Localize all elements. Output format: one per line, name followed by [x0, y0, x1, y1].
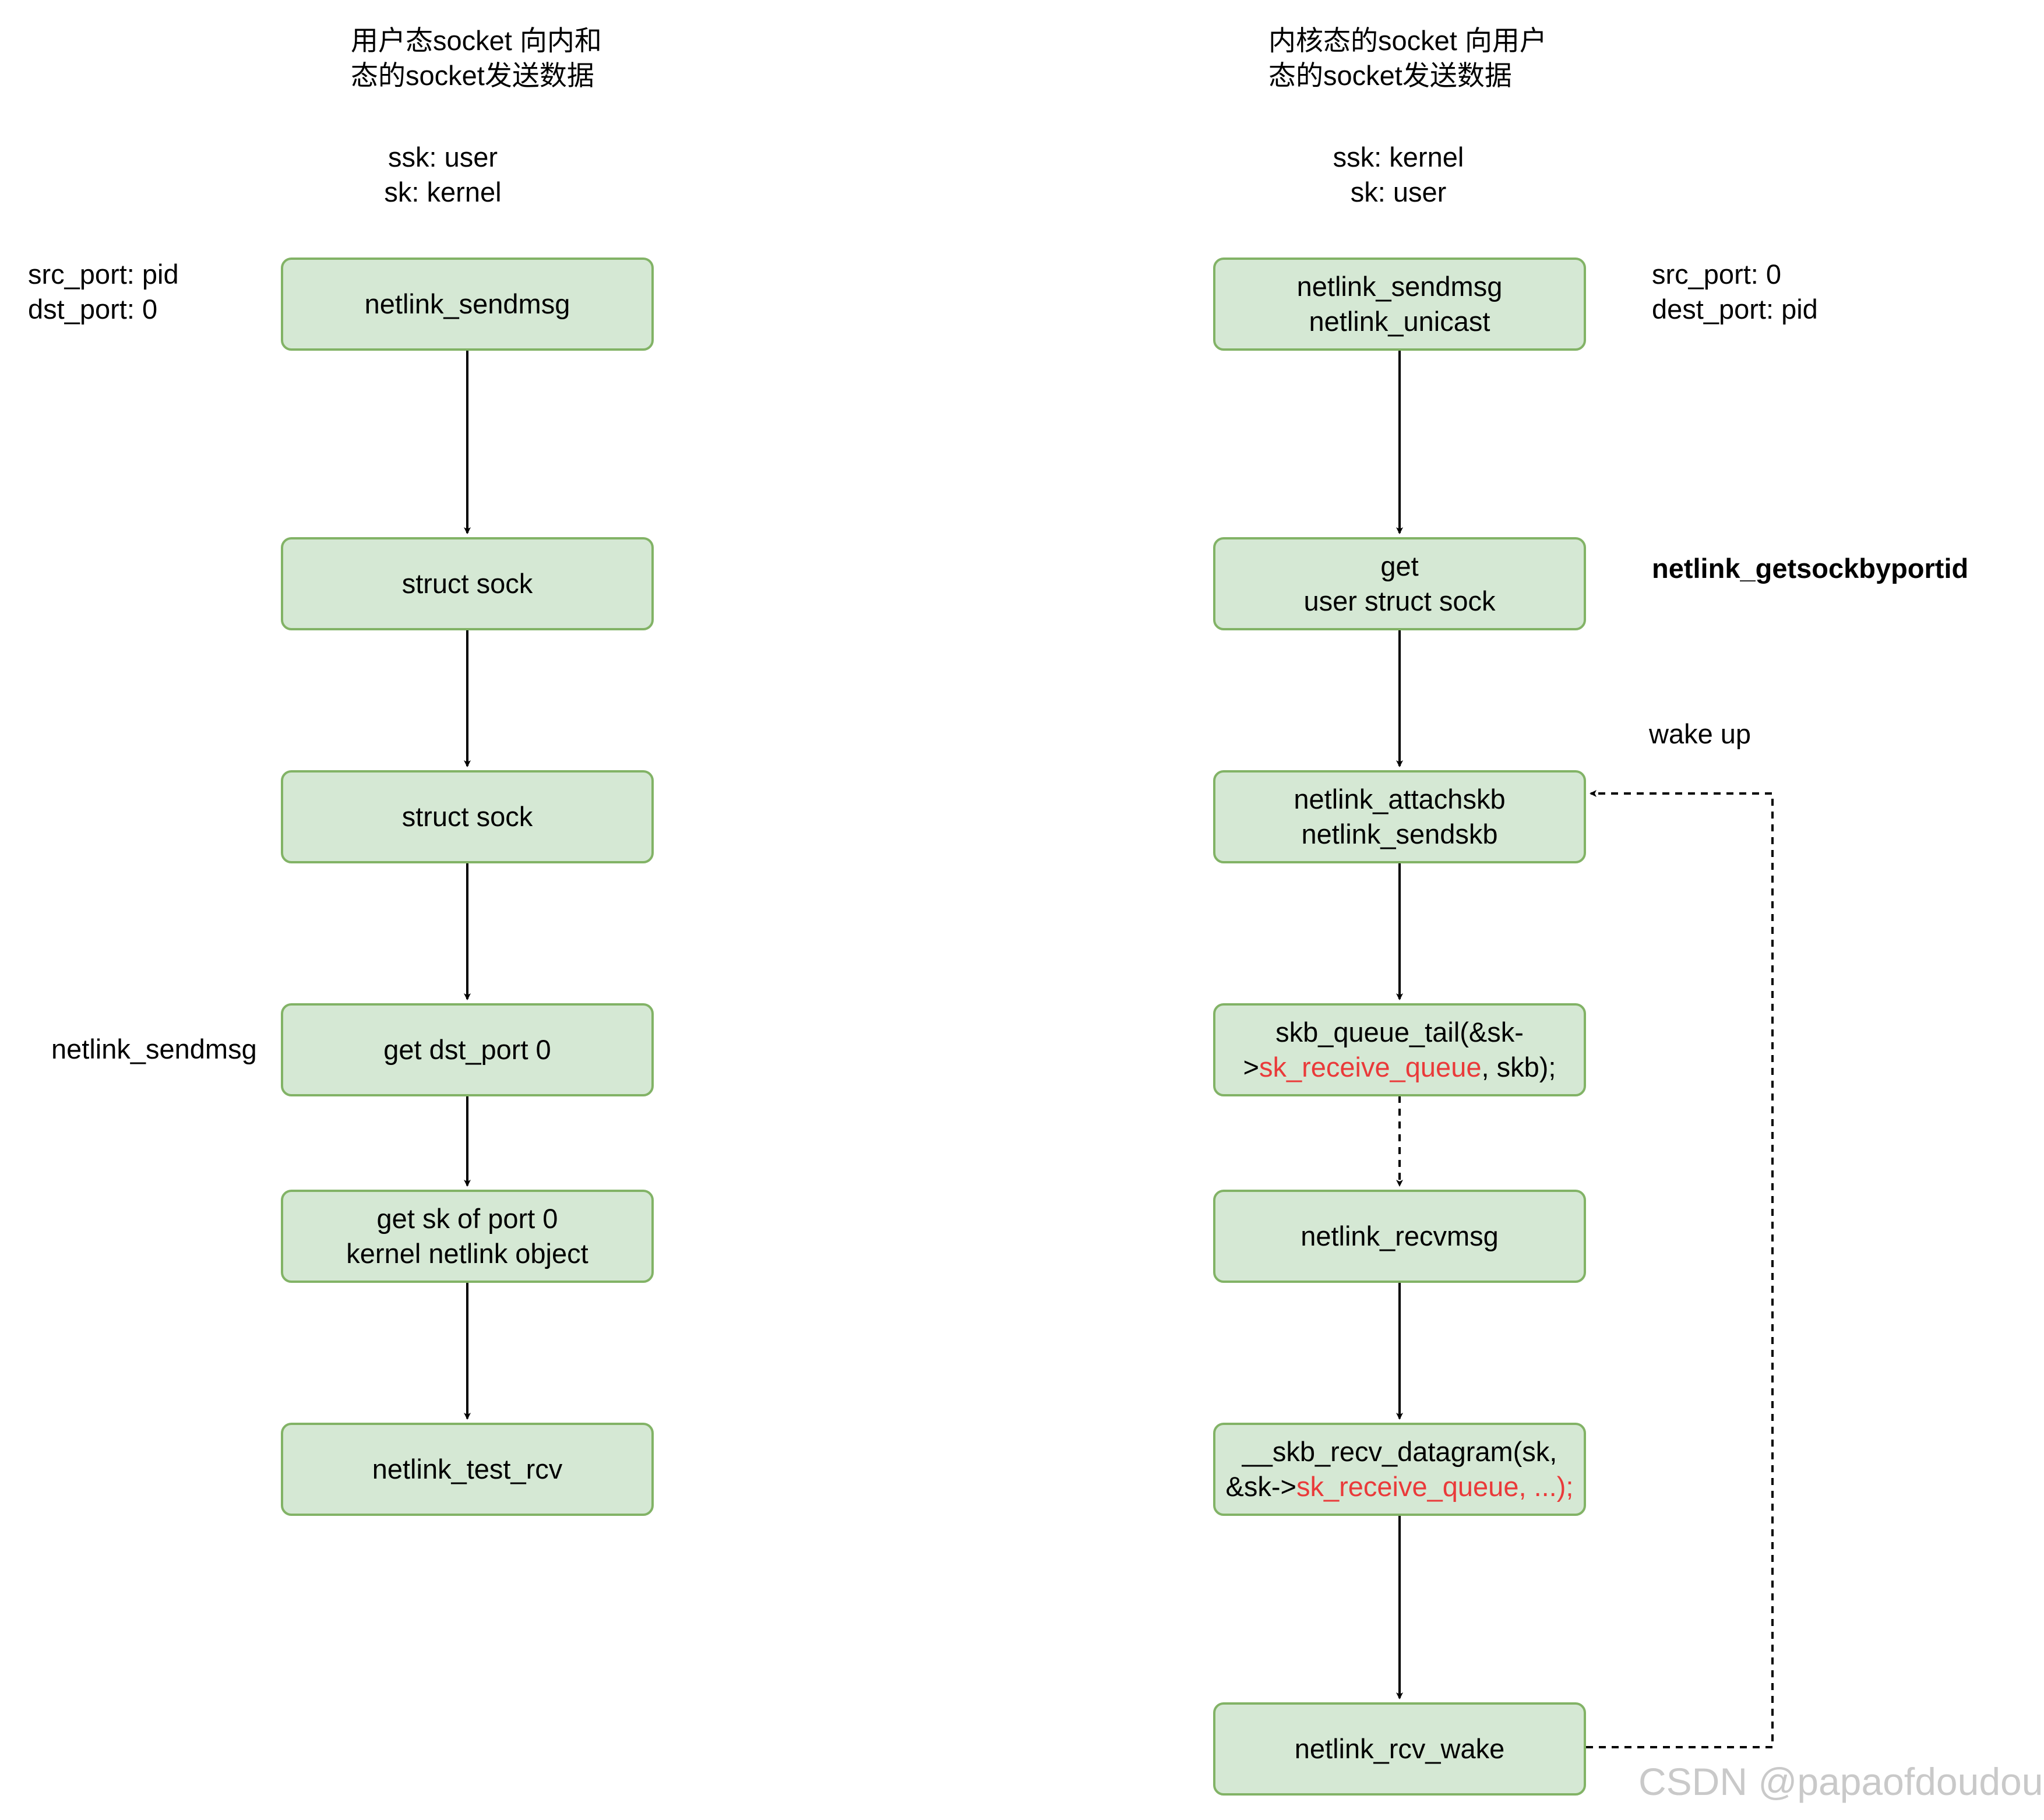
left-box-netlink-sendmsg[interactable]: netlink_sendmsg — [281, 258, 654, 351]
box-label: netlink_rcv_wake — [1294, 1733, 1505, 1764]
watermark: CSDN @papaofdoudou — [1638, 1760, 2043, 1803]
box-label: netlink_recvmsg — [1301, 1221, 1499, 1251]
box-label: netlink_test_rcv — [372, 1454, 563, 1484]
sk-receive-queue-highlight: sk_receive_queue, ...); — [1296, 1471, 1574, 1502]
left-box-struct-sock-2[interactable]: struct sock — [281, 770, 654, 863]
left-title: 用户态socket 向内和态的socket发送数据 — [351, 25, 602, 91]
box-label: struct sock — [401, 801, 533, 832]
box-label: skb_queue_tail(&sk->sk_receive_queue, sk… — [1243, 1017, 1556, 1082]
right-box-skb-queue-tail[interactable]: skb_queue_tail(&sk->sk_receive_queue, sk… — [1213, 1003, 1586, 1096]
getsockbyportid-label: netlink_getsockbyportid — [1652, 553, 1969, 584]
box-label: netlink_sendmsg — [364, 288, 570, 319]
box-label: get dst_port 0 — [383, 1034, 551, 1065]
right-box-netlink-rcv-wake[interactable]: netlink_rcv_wake — [1213, 1702, 1586, 1796]
box-label: struct sock — [401, 568, 533, 599]
right-box-skb-recv-datagram[interactable]: __skb_recv_datagram(sk,&sk->sk_receive_q… — [1213, 1423, 1586, 1516]
left-box-netlink-test-rcv[interactable]: netlink_test_rcv — [281, 1423, 654, 1516]
box-label: __skb_recv_datagram(sk,&sk->sk_receive_q… — [1225, 1436, 1574, 1502]
left-side-label: netlink_sendmsg — [51, 1034, 257, 1064]
right-box-netlink-recvmsg[interactable]: netlink_recvmsg — [1213, 1190, 1586, 1283]
wake-up-feedback-arrow — [1586, 790, 1774, 1748]
wake-up-label: wake up — [1649, 718, 1752, 749]
left-box-get-dst-port[interactable]: get dst_port 0 — [281, 1003, 654, 1096]
left-box-struct-sock-1[interactable]: struct sock — [281, 537, 654, 630]
right-title: 内核态的socket 向用户态的socket发送数据 — [1268, 25, 1547, 91]
sk-receive-queue-highlight: sk_receive_queue — [1259, 1052, 1482, 1082]
